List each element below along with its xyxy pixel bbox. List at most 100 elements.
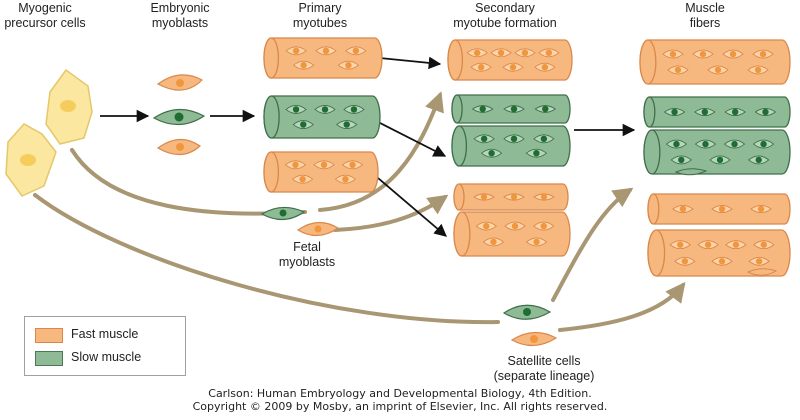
nucleus — [480, 193, 488, 201]
label-satellite-cells: Satellite cells (separate lineage) — [493, 354, 595, 383]
nucleus — [322, 47, 330, 54]
tube-body — [263, 95, 381, 139]
fetal-myoblasts — [260, 206, 340, 237]
legend-label-fast: Fast muscle — [71, 327, 139, 341]
nucleus — [292, 106, 300, 113]
nucleus — [473, 49, 481, 56]
nucleus — [677, 241, 684, 248]
nucleus — [731, 108, 739, 116]
tube-body — [451, 125, 571, 167]
tube-end-cap — [639, 39, 657, 85]
header-muscle-fibers: Muscle fibers — [685, 1, 725, 30]
nucleus — [731, 140, 738, 148]
legend-swatch-fast — [35, 328, 63, 343]
nucleus — [678, 156, 685, 164]
nucleus — [509, 63, 517, 71]
nucleus — [674, 66, 682, 74]
tube-body — [643, 129, 791, 175]
embryonic-myoblasts — [152, 74, 206, 156]
nucleus — [511, 222, 519, 230]
nucleus — [479, 105, 486, 113]
primary-myotube-fast-top — [263, 37, 383, 79]
nucleus — [490, 238, 497, 246]
copyright-credit: Carlson: Human Embryology and Developmen… — [192, 387, 608, 413]
precursor-nucleus — [60, 100, 76, 112]
nucleus — [540, 193, 548, 201]
muscle-fiber-slow-top — [643, 96, 791, 128]
nucleus — [497, 49, 505, 56]
muscle-fiber-fast-mid — [647, 193, 791, 225]
primary-to-secondary-top-arrow — [379, 56, 442, 70]
secondary-myotube-fast-top — [447, 39, 573, 81]
secondary-myotube-fast-bottom — [453, 211, 571, 257]
nucleus — [321, 106, 329, 113]
myoblast-nucleus — [176, 143, 184, 151]
nucleus — [300, 121, 307, 128]
tube-body — [263, 37, 383, 79]
tube-body — [639, 39, 791, 85]
tube-end-cap — [451, 94, 463, 124]
nucleus — [702, 140, 709, 148]
nucleus — [510, 135, 518, 142]
muscle-fiber-slow-main — [643, 129, 791, 175]
fetal-to-secondary-fast-arrow — [333, 194, 449, 232]
nucleus — [757, 205, 765, 213]
tube-end-cap — [451, 125, 468, 167]
header-embryonic-myoblasts: Embryonic myoblasts — [150, 1, 210, 30]
satellite-nucleus — [530, 335, 538, 343]
nucleus — [681, 258, 689, 265]
nucleus — [510, 193, 518, 201]
nucleus — [699, 50, 707, 58]
tube-end-cap — [263, 151, 280, 193]
nucleus — [760, 140, 767, 148]
nucleus — [342, 176, 349, 183]
development-arrows — [100, 56, 636, 237]
tube-end-cap — [643, 129, 661, 175]
primary-myotube-slow — [263, 95, 381, 139]
nucleus — [477, 63, 485, 71]
nucleus — [299, 176, 306, 183]
nucleus — [762, 108, 769, 116]
label-fetal-myoblasts: Fetal myoblasts — [278, 240, 336, 269]
tube-end-cap — [263, 37, 280, 79]
myogenic-precursor-cells — [5, 68, 93, 197]
satellite-to-slow-fiber-arrow — [551, 187, 634, 302]
nucleus — [540, 135, 548, 142]
tube-end-cap — [263, 95, 280, 139]
myotubes-and-fibers — [263, 37, 791, 277]
myoblast-nucleus — [174, 112, 184, 122]
muscle-fiber-fast-top — [639, 39, 791, 85]
tube-body — [453, 211, 571, 257]
muscle-fiber-fast-bottom — [647, 229, 791, 277]
satellite-lineage-arrow — [33, 193, 500, 325]
nucleus — [521, 49, 529, 56]
secondary-myotube-slow-main — [451, 125, 571, 167]
fetal-to-secondary-slow-arrow — [318, 91, 444, 212]
myoblast-nucleus — [176, 79, 184, 87]
nucleus — [343, 121, 350, 128]
nucleus — [760, 241, 767, 248]
nucleus — [755, 156, 762, 164]
attached-satellite-cell-fast — [746, 268, 778, 276]
nucleus — [300, 61, 307, 69]
tube-end-cap — [453, 211, 471, 257]
nucleus — [754, 66, 762, 74]
legend-swatch-slow — [35, 351, 63, 366]
nucleus — [510, 105, 518, 113]
tube-body — [447, 39, 573, 81]
nucleus — [755, 258, 763, 265]
nucleus — [542, 105, 549, 113]
nucleus — [352, 47, 360, 54]
satellite-cells — [502, 304, 558, 347]
nucleus — [350, 106, 358, 113]
nucleus — [483, 222, 490, 230]
primary-myotube-fast-bottom — [263, 151, 379, 193]
header-primary-myotubes: Primary myotubes — [292, 1, 348, 30]
nucleus — [679, 205, 687, 213]
nucleus — [714, 66, 722, 74]
nucleus — [671, 108, 678, 116]
myoblast-nucleus — [279, 209, 287, 217]
nucleus — [729, 50, 737, 58]
myoblast-nucleus — [314, 225, 322, 233]
